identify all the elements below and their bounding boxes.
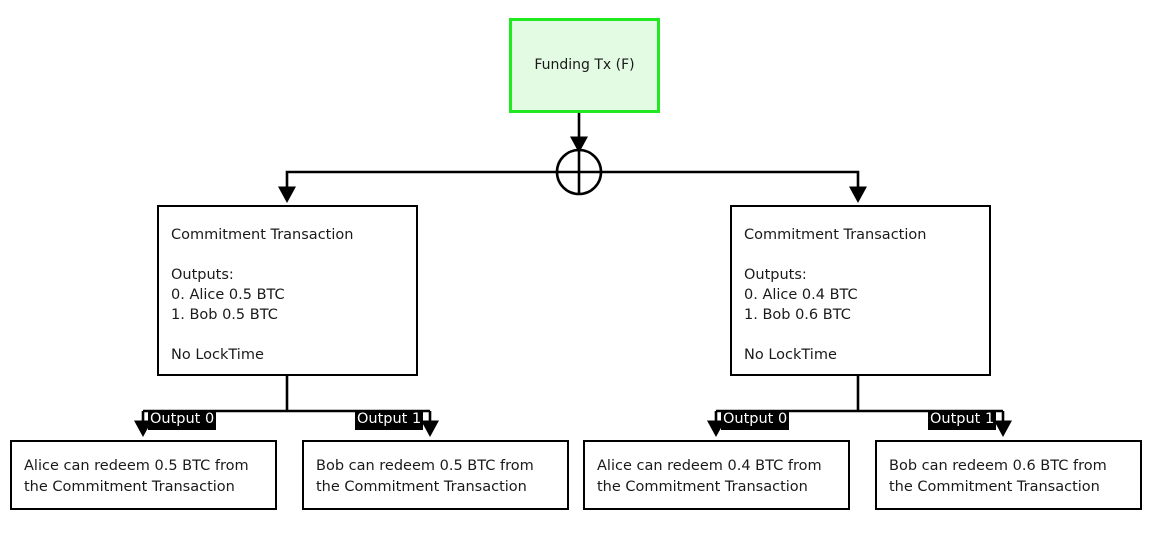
commitment-left-locktime: No LockTime (171, 347, 264, 363)
node-leaf-alice-right[interactable]: Alice can redeem 0.4 BTC from the Commit… (583, 440, 850, 510)
spacer (744, 325, 977, 345)
node-commitment-right[interactable]: Commitment Transaction Outputs: 0. Alice… (730, 205, 991, 376)
spacer (171, 325, 404, 345)
commitment-right-outputs-header: Outputs: (744, 267, 807, 283)
spacer (744, 245, 977, 265)
commitment-left-output-1: 1. Bob 0.5 BTC (171, 307, 278, 323)
node-leaf-alice-left[interactable]: Alice can redeem 0.5 BTC from the Commit… (10, 440, 277, 510)
xor-circle-icon (555, 148, 603, 196)
node-funding-transaction[interactable]: Funding Tx (F) (509, 18, 660, 113)
spacer (171, 245, 404, 265)
edge-label-right-output-1: Output 1 (928, 410, 997, 430)
commitment-left-title: Commitment Transaction (171, 227, 354, 243)
commitment-left-outputs-header: Outputs: (171, 267, 234, 283)
leaf-alice-right-line1: Alice can redeem 0.4 BTC from (597, 458, 822, 474)
leaf-alice-left-line2: the Commitment Transaction (24, 479, 235, 495)
commitment-right-output-1: 1. Bob 0.6 BTC (744, 307, 851, 323)
funding-title: Funding Tx (F) (534, 57, 635, 74)
commitment-right-title: Commitment Transaction (744, 227, 927, 243)
leaf-bob-right-line2: the Commitment Transaction (889, 479, 1100, 495)
edge-label-left-output-0: Output 0 (148, 410, 217, 430)
edge-label-left-output-1: Output 1 (355, 410, 424, 430)
leaf-bob-left-line2: the Commitment Transaction (316, 479, 527, 495)
edge-junction-to-commitment-right (601, 170, 868, 204)
leaf-alice-right-line2: the Commitment Transaction (597, 479, 808, 495)
edge-label-right-output-0: Output 0 (721, 410, 790, 430)
leaf-alice-left-line1: Alice can redeem 0.5 BTC from (24, 458, 249, 474)
commitment-right-output-0: 0. Alice 0.4 BTC (744, 287, 858, 303)
node-leaf-bob-right[interactable]: Bob can redeem 0.6 BTC from the Commitme… (875, 440, 1142, 510)
leaf-bob-right-line1: Bob can redeem 0.6 BTC from (889, 458, 1107, 474)
node-commitment-left[interactable]: Commitment Transaction Outputs: 0. Alice… (157, 205, 418, 376)
commitment-right-locktime: No LockTime (744, 347, 837, 363)
commitment-left-output-0: 0. Alice 0.5 BTC (171, 287, 285, 303)
leaf-bob-left-line1: Bob can redeem 0.5 BTC from (316, 458, 534, 474)
edge-junction-to-commitment-left (277, 170, 557, 204)
node-leaf-bob-left[interactable]: Bob can redeem 0.5 BTC from the Commitme… (302, 440, 569, 510)
